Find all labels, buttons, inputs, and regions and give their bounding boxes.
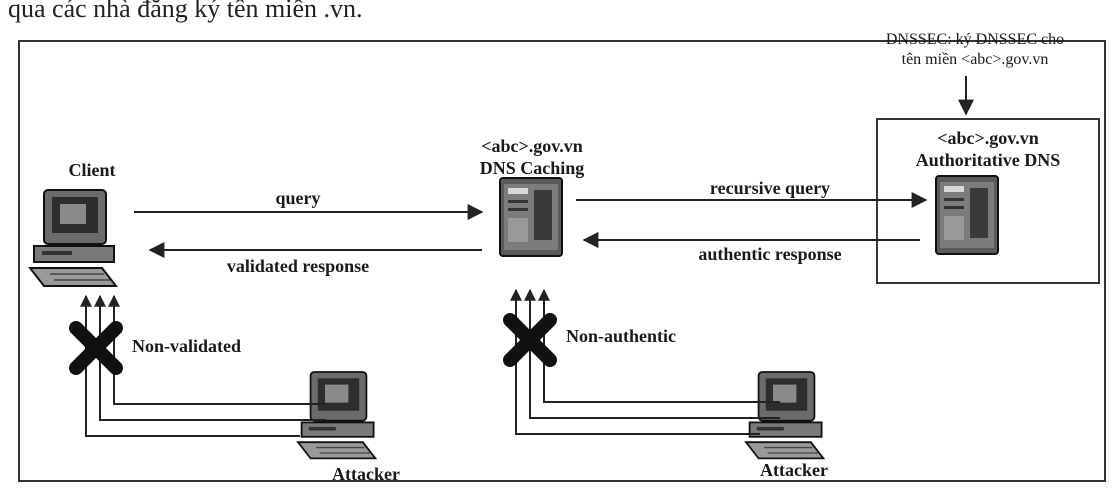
dns-caching-server-icon — [499, 177, 563, 257]
query-label: query — [275, 188, 321, 208]
attacker-right-computer-icon — [745, 371, 825, 460]
caching-domain-label: <abc>.gov.vn — [481, 136, 583, 156]
auth-name-label: Authoritative DNS — [915, 150, 1061, 170]
top-caption: qua các nhà đăng ký tên miền .vn. — [8, 0, 363, 23]
authentic-response-label: authentic response — [698, 244, 842, 264]
validated-response-label: validated response — [226, 256, 370, 276]
recursive-query-label: recursive query — [709, 178, 831, 198]
non-authentic-label: Non-authentic — [566, 326, 677, 346]
dnssec-note-line2: tên miền <abc>.gov.vn — [901, 51, 1049, 68]
client-label: Client — [68, 160, 116, 180]
client-computer-icon — [29, 189, 117, 287]
authoritative-dns-server-icon — [935, 175, 999, 255]
non-validated-label: Non-validated — [132, 336, 242, 356]
dnssec-note-line1: DNSSEC: ký DNSSEC cho — [885, 31, 1065, 48]
caching-name-label: DNS Caching — [479, 158, 585, 178]
diagram-frame — [18, 40, 1106, 482]
attacker-right-label: Attacker — [760, 460, 828, 480]
auth-domain-label: <abc>.gov.vn — [937, 128, 1039, 148]
attacker-left-computer-icon — [297, 371, 377, 460]
blocked-left-x-icon — [76, 328, 116, 368]
attacker-left-label: Attacker — [332, 464, 400, 484]
